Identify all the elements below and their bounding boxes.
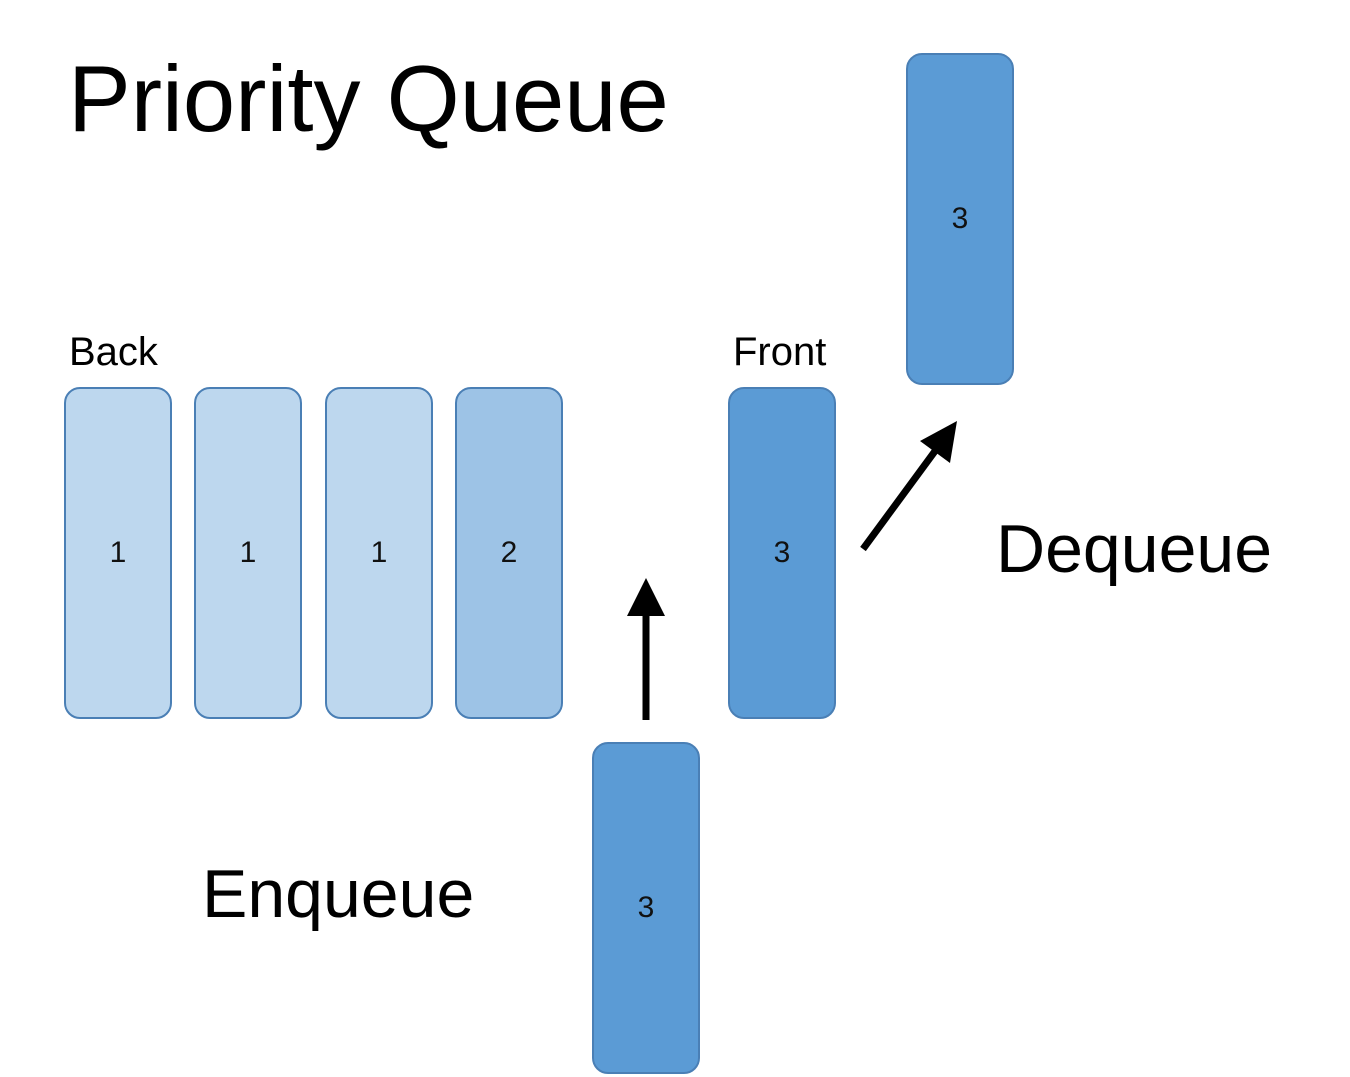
enqueue-arrow-icon — [627, 578, 665, 720]
front-label: Front — [733, 330, 827, 374]
queue-item-priority: 1 — [239, 536, 257, 569]
queue-item: 2 — [455, 387, 563, 719]
dequeue-label: Dequeue — [996, 511, 1273, 587]
front-item: 3 — [728, 387, 836, 719]
queue-item: 1 — [325, 387, 433, 719]
enqueued-item: 3 — [592, 742, 700, 1074]
dequeue-arrow-icon — [860, 421, 957, 552]
front-item-priority: 3 — [773, 536, 791, 569]
enqueued-item-priority: 3 — [637, 891, 655, 924]
queue-item-priority: 1 — [370, 536, 388, 569]
dequeued-item: 3 — [906, 53, 1014, 385]
back-label: Back — [69, 330, 158, 374]
queue-item-priority: 1 — [109, 536, 127, 569]
diagram-title: Priority Queue — [68, 46, 669, 151]
queue-item: 1 — [194, 387, 302, 719]
queue-item-priority: 2 — [500, 536, 518, 569]
enqueue-label: Enqueue — [202, 856, 475, 932]
queue-item: 1 — [64, 387, 172, 719]
dequeued-item-priority: 3 — [951, 202, 969, 235]
